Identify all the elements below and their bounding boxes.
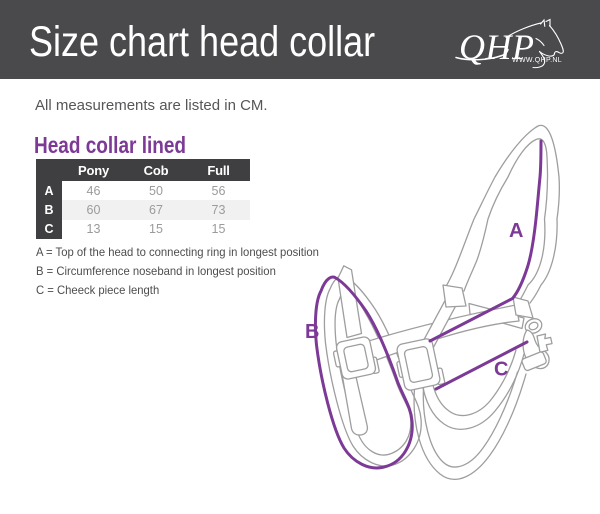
svg-text:C: C [494,359,508,381]
svg-text:A: A [509,220,523,242]
svg-text:B: B [305,321,319,343]
